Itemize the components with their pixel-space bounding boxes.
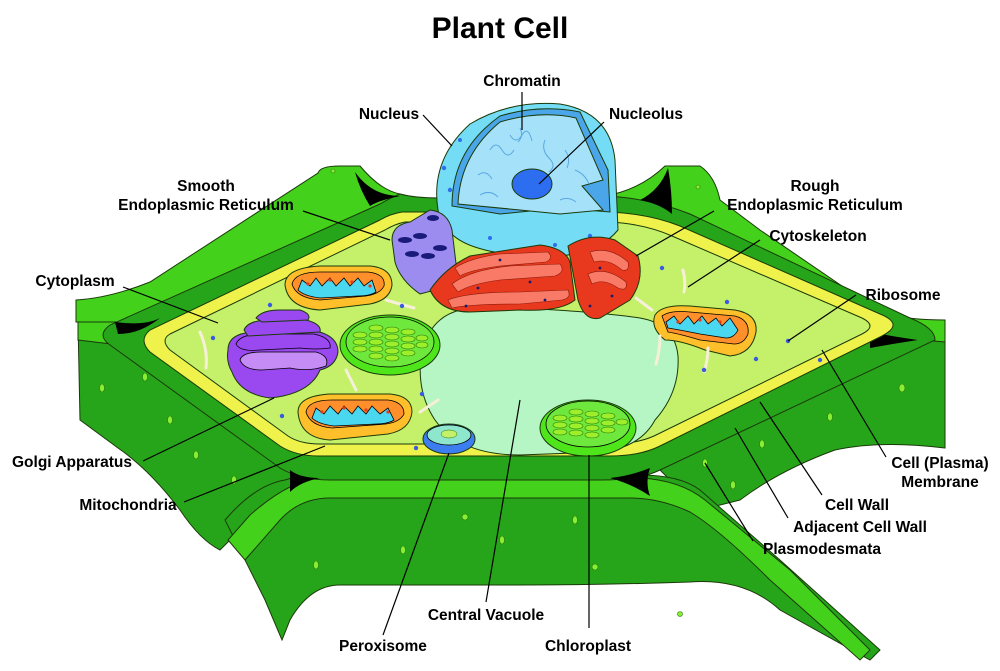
mitochondrion-right — [653, 305, 757, 357]
wall-junction-top-right — [640, 168, 672, 214]
chromatin — [477, 127, 590, 203]
label-peroxisome: Peroxisome — [339, 638, 427, 655]
golgi-apparatus — [227, 309, 339, 399]
leader-mitochondria — [183, 445, 326, 503]
label-ribosome: Ribosome — [866, 287, 941, 304]
rough-er — [429, 236, 641, 320]
mitochondria-matrix-dots — [306, 278, 722, 414]
chloroplast-bottom — [539, 399, 637, 457]
leader-rough-er — [635, 210, 715, 257]
leader-nucleus — [422, 114, 453, 147]
leader-peroxisome — [382, 452, 450, 636]
leader-central-vacuole — [485, 399, 521, 603]
leader-smooth-er — [302, 210, 391, 241]
nucleolus — [511, 168, 553, 200]
leader-cytoskeleton — [687, 239, 761, 288]
label-nucleolus: Nucleolus — [609, 106, 683, 123]
label-chloroplast: Chloroplast — [545, 638, 631, 655]
nuclear-pores — [441, 138, 593, 247]
label-cell-wall: Cell Wall — [825, 497, 889, 514]
leader-membrane — [821, 349, 887, 458]
leader-lines — [122, 92, 887, 636]
label-membrane-line2: Membrane — [901, 474, 979, 491]
label-rough-er-line1: Rough — [790, 178, 839, 195]
leader-cell-wall — [759, 401, 823, 496]
er-ribosomes — [464, 258, 614, 308]
label-cytoskeleton: Cytoskeleton — [769, 228, 866, 245]
free-ribosomes — [210, 265, 823, 451]
chloroplast-left — [339, 314, 441, 376]
label-nucleus: Nucleus — [359, 106, 419, 123]
peroxisome — [422, 423, 476, 455]
nucleus — [436, 102, 619, 257]
label-chromatin: Chromatin — [483, 73, 561, 90]
wall-junction-top-left — [355, 172, 400, 206]
wall-junction-bottom-right — [610, 468, 650, 496]
mitochondrion-bottom — [297, 393, 413, 441]
wall-junction-left — [115, 318, 160, 334]
label-smooth-er-line1: Smooth — [177, 178, 235, 195]
label-mitochondria: Mitochondria — [79, 497, 177, 514]
label-smooth-er-line2: Endoplasmic Reticulum — [118, 197, 294, 214]
label-rough-er-line2: Endoplasmic Reticulum — [727, 197, 903, 214]
label-golgi: Golgi Apparatus — [12, 454, 132, 471]
wall-junction-bottom-left — [290, 470, 320, 492]
diagram-title: Plant Cell — [432, 12, 569, 45]
label-cytoplasm: Cytoplasm — [35, 273, 114, 290]
mitochondrion-top — [284, 265, 393, 311]
leader-ribosome — [787, 294, 857, 342]
nucleus-interior — [457, 114, 605, 215]
label-membrane-line1: Cell (Plasma) — [891, 455, 988, 472]
leader-cytoplasm — [122, 286, 219, 324]
leader-adjacent-wall — [734, 427, 789, 519]
leader-golgi — [142, 397, 275, 462]
label-plasmodesmata: Plasmodesmata — [763, 541, 881, 558]
label-adjacent-cell-wall: Adjacent Cell Wall — [793, 519, 927, 536]
labels: Chromatin Nucleus Nucleolus Smooth Endop… — [12, 73, 989, 655]
label-central-vacuole: Central Vacuole — [428, 607, 545, 624]
leader-plasmodesmata — [704, 462, 754, 542]
leader-nucleolus — [538, 121, 605, 185]
cytoskeleton-filaments — [198, 268, 710, 414]
